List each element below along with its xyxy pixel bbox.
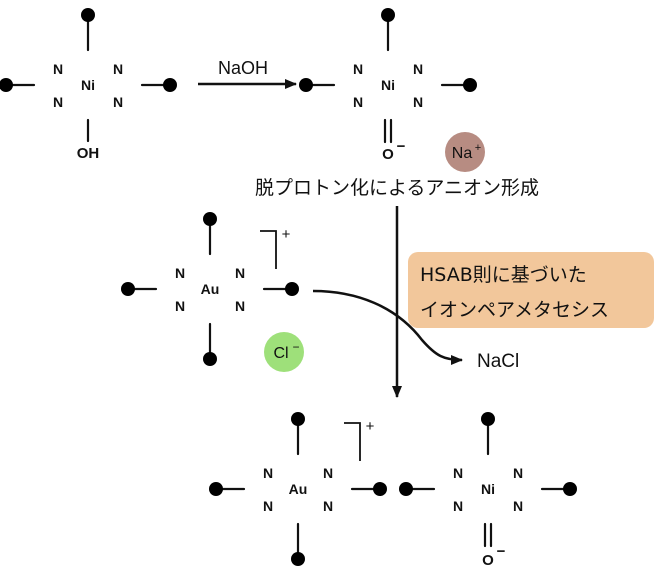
meso-substituent-dot [291, 412, 305, 426]
meso-substituent-dot [0, 78, 13, 92]
nitrogen-label: N [453, 498, 463, 514]
sodium-ion-ball [445, 132, 485, 172]
byproduct-arrow [312, 289, 463, 365]
nitrogen-label: N [353, 94, 363, 110]
byproduct-label: NaCl [477, 351, 519, 372]
meso-substituent-dot [399, 482, 413, 496]
metathesis-caption-box [408, 252, 654, 328]
deprotonation-caption: 脱プロトン化によるアニオン形成 [255, 177, 539, 199]
nitrogen-label: N [113, 61, 123, 77]
chloride-ion-ball [264, 332, 304, 372]
oxide-charge: − [497, 543, 506, 560]
nitrogen-label: N [235, 265, 245, 281]
nitrogen-label: N [323, 465, 333, 481]
cation-charge: + [282, 226, 291, 243]
meso-substituent-dot [163, 78, 177, 92]
meso-substituent-dot [291, 552, 305, 566]
meso-substituent-dot [203, 212, 217, 226]
cation-bracket [260, 230, 277, 269]
ni-porphyrin-oxide-product: N N N N Ni O − [399, 412, 577, 569]
ni-porphyrin-oxide: N N N N Ni O − [299, 8, 477, 163]
hydroxyl-label: OH [77, 145, 100, 162]
meso-substituent-dot [121, 282, 135, 296]
gold-label: Au [201, 281, 220, 297]
nitrogen-label: N [263, 465, 273, 481]
nitrogen-label: N [263, 498, 273, 514]
nitrogen-label: N [413, 94, 423, 110]
metathesis-caption-line2: イオンペアメタセシス [420, 299, 609, 321]
nitrogen-label: N [323, 498, 333, 514]
meso-substituent-dot [563, 482, 577, 496]
chloride-ion-label: Cl [273, 345, 288, 362]
nitrogen-label: N [235, 298, 245, 314]
nitrogen-label: N [53, 61, 63, 77]
gold-label: Au [289, 481, 308, 497]
ni-porphyrin-hydroxy: N N N N Ni OH [0, 8, 177, 162]
oxide-label: O [382, 146, 394, 163]
sodium-ion-label: Na [452, 145, 473, 162]
meso-substituent-dot [373, 482, 387, 496]
nickel-label: Ni [381, 77, 395, 93]
meso-substituent-dot [81, 8, 95, 22]
nickel-label: Ni [481, 481, 495, 497]
meso-substituent-dot [381, 8, 395, 22]
nickel-label: Ni [81, 77, 95, 93]
nitrogen-label: N [453, 465, 463, 481]
au-porphyrin-product: N N N N Au + [209, 412, 387, 566]
meso-substituent-dot [203, 352, 217, 366]
reagent-label: NaOH [218, 58, 268, 78]
metathesis-caption-line1: HSAB則に基づいた [420, 264, 587, 286]
meso-substituent-dot [285, 282, 299, 296]
cation-bracket [344, 422, 361, 461]
nitrogen-label: N [513, 498, 523, 514]
meso-substituent-dot [209, 482, 223, 496]
sodium-ion-charge: + [475, 142, 481, 154]
nitrogen-label: N [353, 61, 363, 77]
nitrogen-label: N [175, 265, 185, 281]
nitrogen-label: N [113, 94, 123, 110]
meso-substituent-dot [299, 78, 313, 92]
nitrogen-label: N [175, 298, 185, 314]
au-porphyrin-cation: N N N N Au + [121, 212, 299, 366]
nitrogen-label: N [53, 94, 63, 110]
nitrogen-label: N [413, 61, 423, 77]
oxide-charge: − [397, 138, 406, 155]
cation-charge: + [366, 418, 375, 435]
meso-substituent-dot [463, 78, 477, 92]
oxide-label: O [482, 552, 494, 569]
chloride-ion-charge: − [292, 340, 299, 354]
nitrogen-label: N [513, 465, 523, 481]
meso-substituent-dot [481, 412, 495, 426]
